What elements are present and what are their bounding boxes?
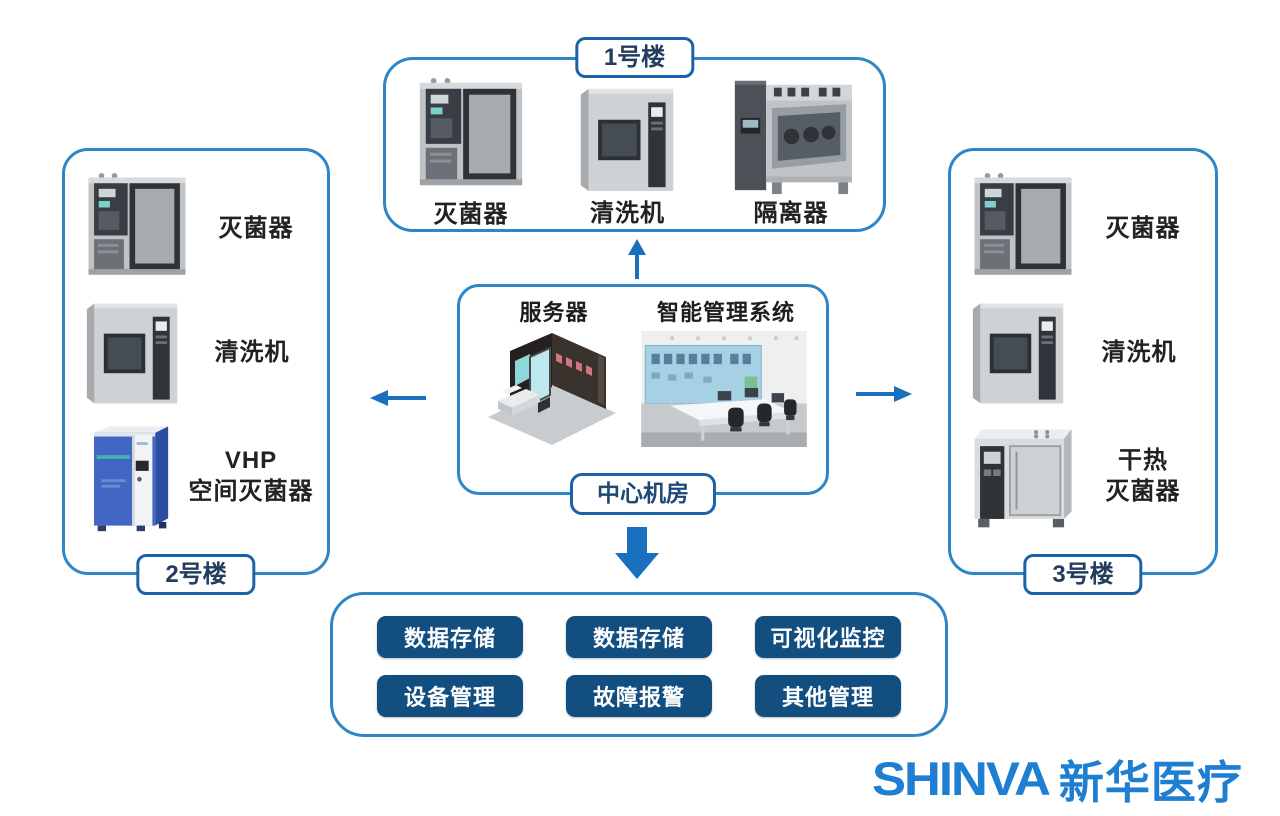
building-1-item-sterilizer: 灭菌器: [412, 75, 530, 230]
logo-chinese-text: 新华医疗: [1058, 757, 1243, 808]
arrow-left-icon: [370, 390, 426, 406]
building-1-item-isolator: 隔离器: [725, 75, 857, 230]
building-1-machines: 灭菌器 清洗机 隔离器: [386, 60, 883, 230]
isolator-image: [725, 75, 857, 197]
machine-caption: 清洗机: [590, 200, 665, 227]
building-3-item-dry-heat-sterilizer: 干热 灭菌器: [967, 414, 1207, 538]
shinva-logo: SHINVA 新华医疗: [872, 746, 1243, 811]
sterilizer-image: [412, 75, 530, 198]
function-button-data-storage-2[interactable]: 数据存储: [566, 616, 712, 658]
sterilizer-image: [967, 170, 1079, 287]
function-buttons: 数据存储 数据存储 可视化监控 设备管理 故障报警 其他管理: [333, 595, 945, 717]
building-1-label: 1号楼: [574, 37, 695, 79]
washer-image: [81, 296, 185, 409]
machine-caption: 灭菌器: [433, 201, 509, 228]
building-2-item-sterilizer: 灭菌器: [81, 167, 319, 291]
function-button-visual-monitoring[interactable]: 可视化监控: [755, 616, 901, 658]
management-system-label: 智能管理系统: [656, 300, 795, 325]
machine-caption: 隔离器: [753, 200, 829, 227]
machine-caption: 清洗机: [1101, 338, 1177, 366]
arrow-down-block-icon: [615, 527, 659, 579]
machine-caption: 干热 灭菌器: [1105, 446, 1181, 506]
arrow-right-icon: [856, 386, 912, 402]
machine-caption: VHP 空间灭菌器: [188, 446, 314, 506]
central-room-label: 中心机房: [570, 473, 716, 515]
machine-caption: 清洗机: [214, 338, 290, 366]
machine-caption: 灭菌器: [218, 215, 294, 243]
washer-image: [967, 296, 1071, 409]
machine-caption: 灭菌器: [1105, 215, 1181, 243]
functions-group: 数据存储 数据存储 可视化监控 设备管理 故障报警 其他管理: [330, 592, 948, 737]
building-1-item-washer: 清洗机: [575, 75, 681, 230]
function-button-fault-alarm[interactable]: 故障报警: [566, 675, 712, 717]
building-2-label: 2号楼: [136, 553, 256, 595]
building-1-group: 1号楼 灭菌器 清洗机 隔离器: [383, 37, 886, 232]
building-2-item-washer: 清洗机: [81, 291, 319, 415]
control-room-image: [640, 331, 808, 447]
building-3-item-washer: 清洗机: [967, 291, 1207, 415]
building-2-group: 灭菌器 清洗机 VHP 空间灭菌器 2号楼: [62, 148, 330, 595]
server-room-image: [482, 323, 622, 448]
function-button-other-management[interactable]: 其他管理: [755, 675, 901, 717]
function-button-device-management[interactable]: 设备管理: [377, 675, 523, 717]
function-button-data-storage-1[interactable]: 数据存储: [377, 616, 523, 658]
building-3-label: 3号楼: [1023, 553, 1143, 595]
building-3-group: 灭菌器 清洗机 干热 灭菌器 3号楼: [948, 148, 1218, 595]
building-3-item-sterilizer: 灭菌器: [967, 167, 1207, 291]
logo-latin-text: SHINVA: [872, 751, 1051, 806]
central-room-group: 服务器 智能管理系统 中心机房: [457, 284, 829, 515]
vhp-sterilizer-image: [81, 418, 183, 534]
washer-image: [575, 81, 681, 197]
server-label: 服务器: [519, 300, 589, 325]
building-2-item-vhp-sterilizer: VHP 空间灭菌器: [81, 414, 319, 538]
arrow-up-icon: [628, 239, 646, 279]
sterilizer-image: [81, 170, 193, 287]
dry-heat-sterilizer-image: [967, 420, 1079, 532]
